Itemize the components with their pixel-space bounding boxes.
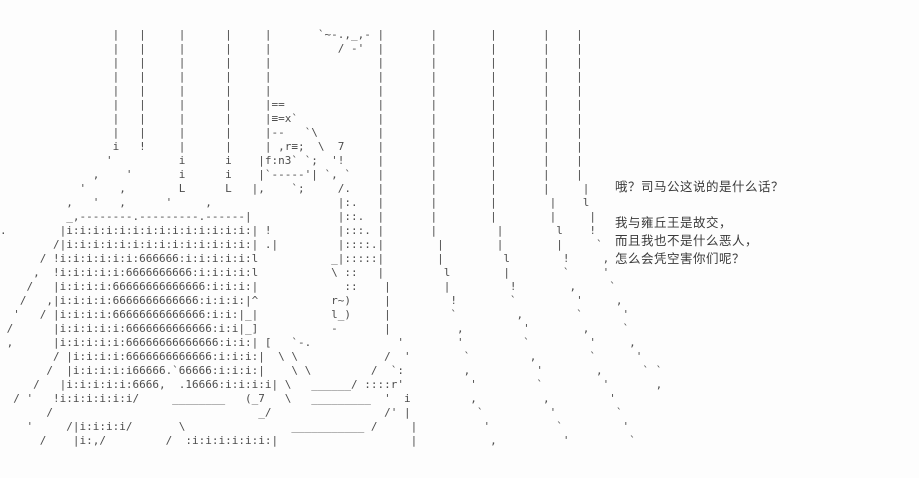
dialogue-text: 哦？司马公这说的是什么话？ 我与雍丘王是故交， 而且我也不是什么恶人， 怎么会凭… [615, 180, 785, 266]
ascii-art: | | | | | `~-.,_,- | | | | | | | | | | /… [0, 28, 663, 447]
